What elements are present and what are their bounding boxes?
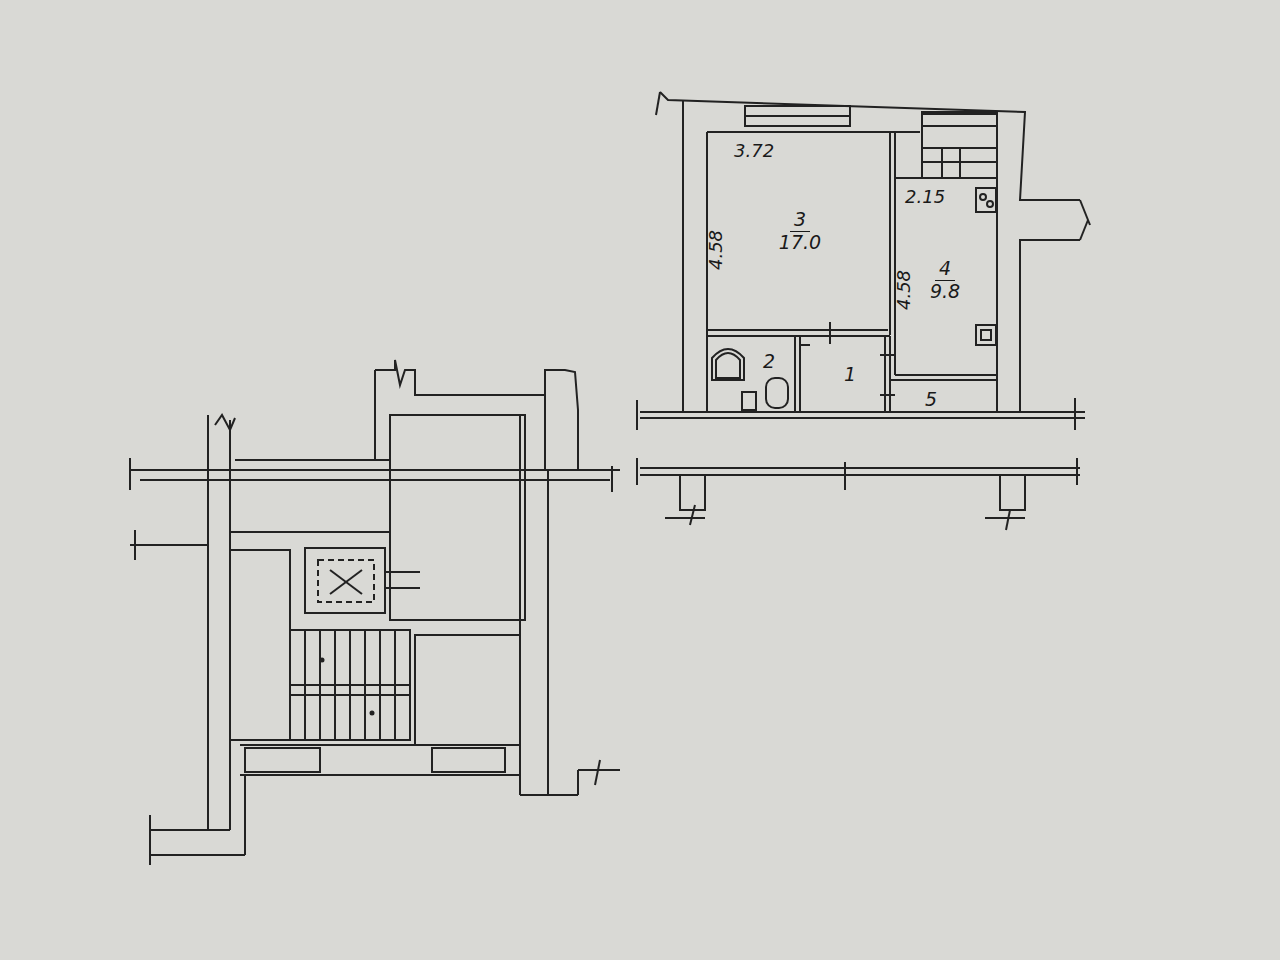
room-number: 4 [935, 258, 955, 281]
room-number: 2 [763, 351, 775, 373]
room: 317.0 [760, 200, 840, 262]
room: 5 [918, 388, 944, 412]
dimension: 3.72 [734, 142, 774, 160]
room-number: 3 [790, 209, 810, 232]
room-area: 17.0 [779, 232, 821, 254]
room: 49.8 [915, 254, 975, 306]
room-area: 9.8 [930, 281, 960, 303]
room: 2 [756, 350, 782, 374]
dimension: 4.58 [895, 270, 913, 310]
room: 1 [838, 362, 862, 388]
dimension: 4.58 [707, 230, 725, 270]
room-number: 1 [844, 364, 856, 386]
dimension: 2.15 [905, 188, 945, 206]
room-number: 5 [925, 389, 937, 411]
